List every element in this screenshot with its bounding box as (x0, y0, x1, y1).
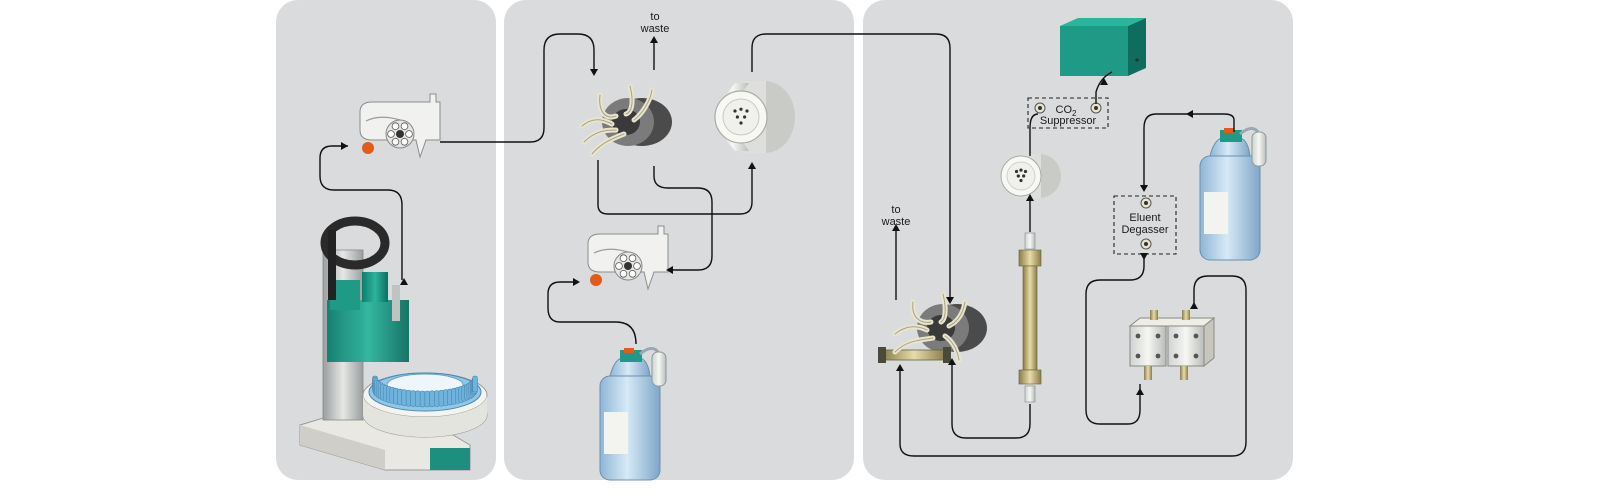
flow-arrowhead (1100, 78, 1108, 85)
degasser-label-line1: Eluent (1129, 212, 1160, 224)
autosampler (299, 216, 488, 471)
flow-arrowhead (1140, 185, 1148, 192)
flow-arrowhead (948, 358, 956, 365)
eluent-bottle-1 (599, 347, 667, 481)
eluent-bottle-2 (1199, 127, 1267, 261)
peristaltic-pump-1 (359, 93, 441, 159)
co2-suppressor: CO2 Suppressor (1027, 97, 1109, 129)
flow-arrowhead (590, 69, 598, 76)
high-pressure-pump (1128, 310, 1216, 380)
flow-lines (319, 33, 1247, 457)
degasser-label-line2: Degasser (1121, 224, 1168, 236)
separation-column (1018, 232, 1042, 403)
waste-label-right-line1: to (891, 204, 900, 216)
injection-valve (878, 291, 987, 363)
flow-arrowhead (1026, 194, 1034, 201)
panel-preparation (504, 0, 854, 480)
waste-label-top-line2: waste (640, 23, 670, 35)
waste-label-top-line1: to (650, 11, 659, 23)
flow-arrowhead (650, 36, 658, 43)
flow-arrowhead (748, 162, 756, 169)
conductivity-detector (1060, 18, 1146, 76)
co2-subscript: 2 (1072, 109, 1077, 118)
eluent-degasser: Eluent Degasser (1113, 195, 1177, 255)
flow-arrowhead (892, 224, 900, 231)
flow-arrowhead (1190, 302, 1198, 309)
flow-arrowhead (1136, 388, 1144, 395)
peristaltic-pump-2 (587, 225, 669, 291)
guard-filter (1000, 154, 1061, 198)
suppressor-label: Suppressor (1040, 115, 1097, 127)
flow-arrowhead (400, 278, 408, 285)
flow-arrowhead (666, 266, 673, 274)
waste-label-right-line2: waste (881, 216, 911, 228)
flow-arrowhead (896, 364, 904, 371)
svg-text:CO2: CO2 (1056, 104, 1078, 118)
flow-arrowhead (946, 297, 954, 304)
filter-cell (714, 81, 795, 153)
flow-arrowhead (1186, 110, 1193, 118)
co2-label: CO (1056, 104, 1073, 116)
flow-arrowhead (341, 142, 348, 150)
flow-arrowhead (1140, 253, 1148, 260)
flow-arrowhead (573, 278, 580, 286)
switching-valve-1 (579, 83, 672, 157)
